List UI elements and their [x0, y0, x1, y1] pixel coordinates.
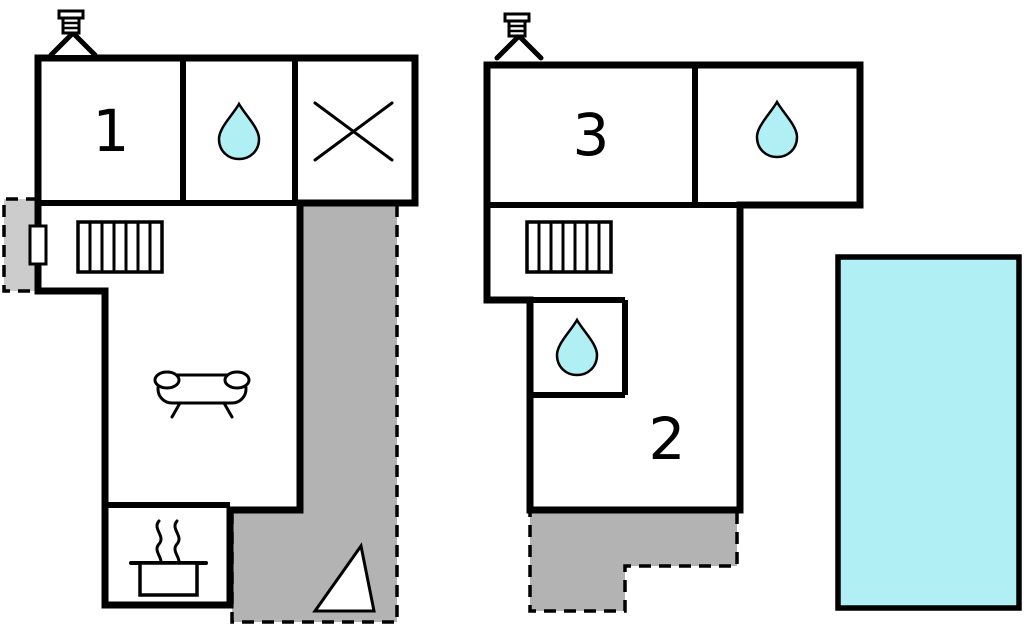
entry-porch-left — [2, 197, 38, 293]
stove-icon — [129, 519, 208, 597]
door-icon — [28, 224, 48, 266]
building-right — [483, 61, 864, 514]
room-label-2: 2 — [649, 405, 686, 473]
cross-icon — [313, 101, 394, 162]
terrace-right — [528, 512, 739, 613]
sofa-icon — [153, 370, 251, 419]
building-left — [34, 54, 419, 609]
chimney-icon — [51, 11, 95, 55]
triangle-icon — [312, 542, 376, 613]
room-label-3: 3 — [573, 101, 610, 169]
pool — [835, 254, 1022, 611]
stairs-icon — [525, 220, 613, 274]
stairs-icon — [76, 220, 164, 274]
terrace-left — [230, 205, 399, 624]
chimney-icon — [497, 14, 541, 58]
room-label-1: 1 — [93, 97, 130, 165]
